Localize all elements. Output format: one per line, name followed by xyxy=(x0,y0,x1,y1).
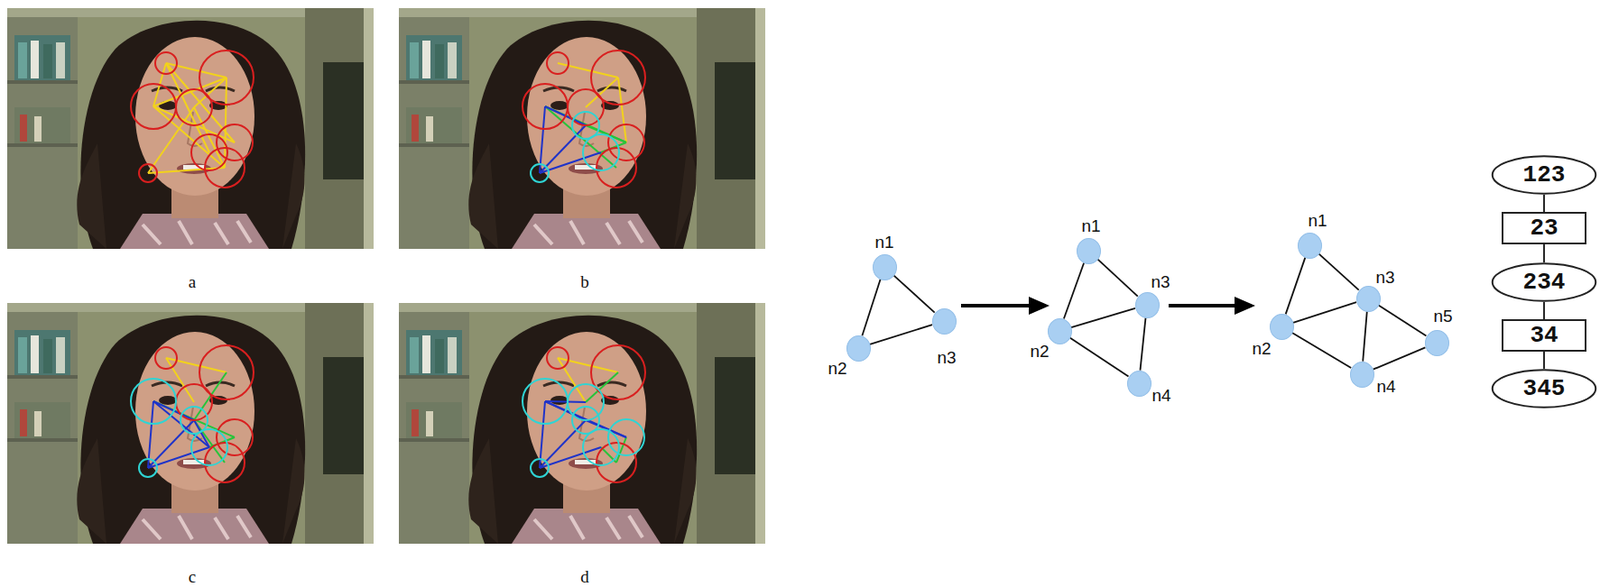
clique-ellipse: 234 xyxy=(1490,262,1598,303)
node-label: n3 xyxy=(1150,272,1170,293)
node-label: n1 xyxy=(874,232,894,253)
graph-edge xyxy=(1373,347,1426,370)
graph-edge xyxy=(1292,332,1351,369)
graph-edge xyxy=(1378,305,1427,336)
panel-label: d xyxy=(580,567,590,587)
graph-edge xyxy=(1543,244,1545,263)
node-label: n2 xyxy=(827,359,847,380)
node-label: 34 xyxy=(1529,322,1558,350)
graph-node: n2 xyxy=(1269,314,1295,341)
panel-label: b xyxy=(580,272,590,293)
graph-edge xyxy=(1543,194,1545,213)
graph-node: n2 xyxy=(846,335,871,362)
panel-label: c xyxy=(188,567,196,587)
graph-node: n3 xyxy=(1135,292,1160,319)
node-label: 234 xyxy=(1523,268,1566,296)
graph-node: n1 xyxy=(1297,232,1323,259)
node-label: n2 xyxy=(1251,339,1271,360)
node-label: n3 xyxy=(1375,268,1395,288)
node-label: n1 xyxy=(1081,216,1101,237)
step-arrow xyxy=(961,296,1256,315)
graph-edge xyxy=(1097,258,1138,296)
node-label: n4 xyxy=(1151,386,1171,407)
graph-node: n3 xyxy=(1356,286,1381,313)
graph-node: n2 xyxy=(1047,318,1073,345)
node-label: n5 xyxy=(1433,306,1453,327)
graph-edge xyxy=(1139,317,1146,370)
graph-edge xyxy=(1543,351,1545,370)
graph-edge xyxy=(1070,338,1129,378)
graph-node: n5 xyxy=(1424,330,1450,357)
graph-edge xyxy=(861,279,880,337)
node-label: n1 xyxy=(1307,211,1327,232)
graph-edge xyxy=(1071,308,1136,328)
graph-node: n1 xyxy=(872,254,898,281)
separator-box: 34 xyxy=(1501,319,1587,352)
node-label: n3 xyxy=(936,348,956,369)
graph-edge xyxy=(1362,311,1368,361)
node-label: n4 xyxy=(1376,377,1396,398)
graph-edge xyxy=(893,275,935,313)
graph-edge xyxy=(869,324,933,345)
node-label: n2 xyxy=(1029,342,1049,362)
graph-node: n4 xyxy=(1127,370,1152,398)
graph-node: n1 xyxy=(1076,238,1101,265)
node-label: 123 xyxy=(1523,161,1566,189)
graph-edge xyxy=(1293,302,1357,324)
graph-node: n3 xyxy=(932,308,957,335)
graph-edge xyxy=(1063,263,1084,320)
separator-box: 23 xyxy=(1501,212,1587,245)
graph-edge xyxy=(1543,302,1545,320)
node-label: 345 xyxy=(1523,375,1566,403)
panel-label: a xyxy=(188,272,196,293)
graph-node: n4 xyxy=(1350,361,1375,389)
clique-ellipse: 123 xyxy=(1490,155,1598,195)
node-label: 23 xyxy=(1529,214,1558,242)
clique-ellipse: 345 xyxy=(1490,369,1598,409)
graph-edge xyxy=(1285,258,1306,315)
graph-edge xyxy=(1318,253,1359,290)
